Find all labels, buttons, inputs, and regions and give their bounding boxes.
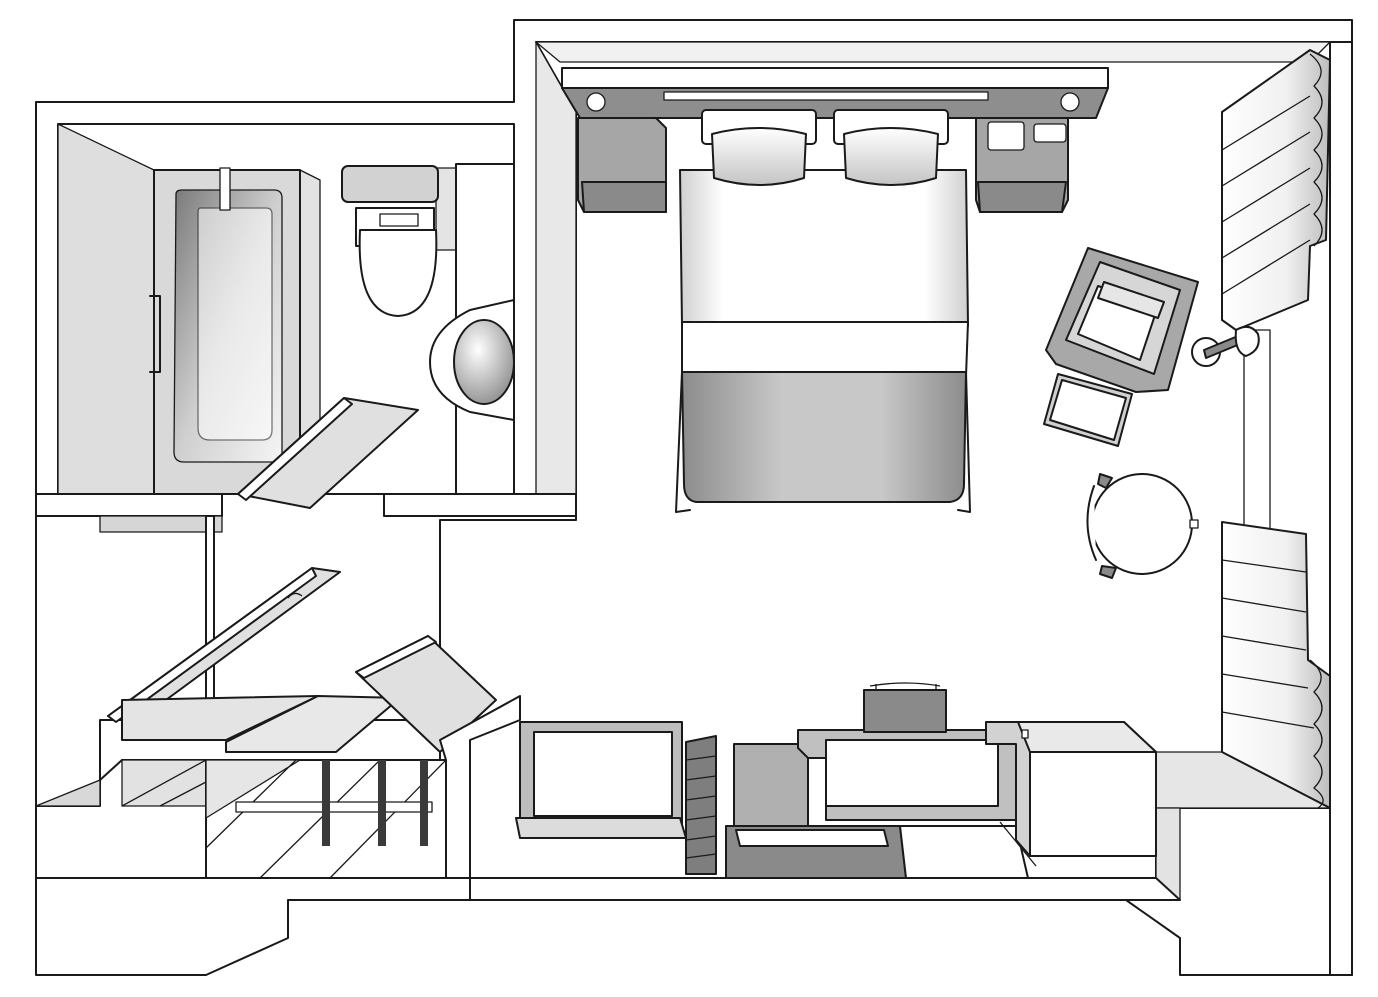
bottom-counter [469,877,1181,901]
ottoman [1043,373,1133,447]
bedside-control-panel-icon [987,121,1025,151]
clothes-rail [235,801,433,813]
headboard [561,67,1109,119]
closet-side-panel [439,695,521,879]
hanger [420,760,428,846]
phone-icon [1033,123,1067,143]
curtain-top [1221,49,1331,331]
reading-lamp-icon [1060,92,1080,112]
faucet-icon [219,167,231,211]
floor-mat [899,821,1037,879]
hanger [378,760,386,846]
closet-door[interactable] [107,567,341,741]
hangers [322,760,428,846]
bathtub [149,167,301,495]
chair [1086,473,1117,579]
armchair [1045,247,1199,393]
tv-console [725,743,907,879]
desk [797,729,1017,821]
washbasin [429,163,515,495]
floor-lamp [1191,325,1260,367]
curtain-bottom [1221,521,1331,809]
reading-lamp-icon [586,92,606,112]
outlet-icon [1021,729,1029,739]
nightstand-right [975,117,1069,213]
double-bed [675,109,971,513]
entry-corridor [205,515,215,701]
luggage-rack [515,721,687,839]
pillow [701,109,817,186]
pillow [833,109,949,186]
slatted-shelf [685,735,717,875]
round-table [1091,473,1199,575]
mini-fridge [985,721,1157,857]
nightstand-left [577,117,667,213]
desk-chair [863,682,947,733]
hanger [322,760,330,846]
bathroom-door[interactable] [237,397,419,509]
door-handle-icon [287,592,303,599]
closet-door[interactable] [225,635,497,753]
